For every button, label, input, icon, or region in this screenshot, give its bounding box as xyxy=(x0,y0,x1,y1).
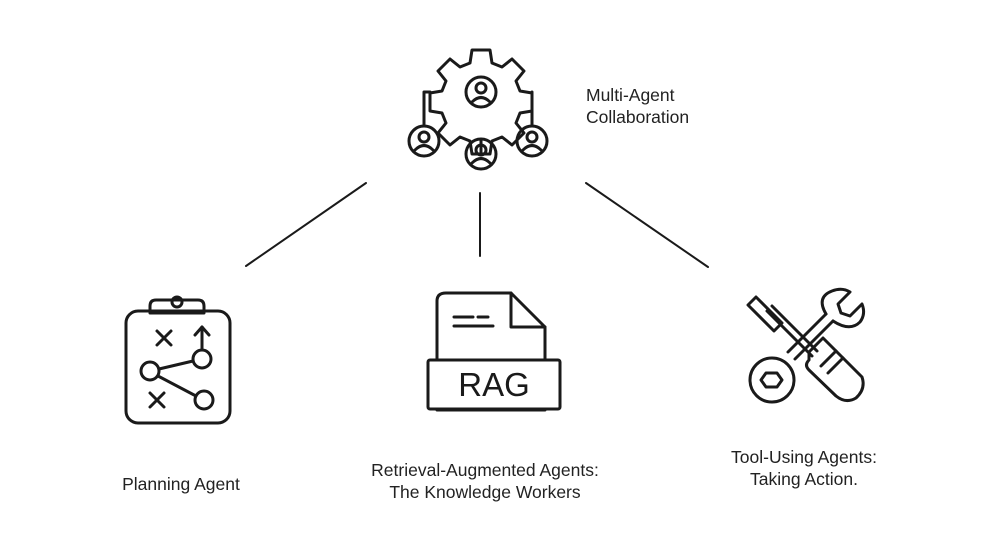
label-line: Collaboration xyxy=(586,107,690,127)
label-tool-using-agents: Tool-Using Agents: Taking Action. xyxy=(700,446,908,490)
label-line: Planning Agent xyxy=(122,474,240,494)
label-line: Tool-Using Agents: xyxy=(731,447,877,467)
rag-label: RAG xyxy=(458,366,530,403)
label-line: The Knowledge Workers xyxy=(389,482,581,502)
multi-agent-gear-icon xyxy=(407,48,549,171)
label-line: Retrieval-Augmented Agents: xyxy=(371,460,599,480)
planning-clipboard-icon xyxy=(124,295,232,425)
wrench-screwdriver-icon xyxy=(746,287,866,404)
rag-document-icon xyxy=(426,291,562,412)
label-planning-agent: Planning Agent xyxy=(100,473,262,495)
label-retrieval-augmented-agents: Retrieval-Augmented Agents: The Knowledg… xyxy=(335,459,635,503)
label-multi-agent-collaboration: Multi-Agent Collaboration xyxy=(586,84,689,128)
connector-left xyxy=(245,182,367,267)
connector-right xyxy=(585,182,709,268)
label-line: Multi-Agent xyxy=(586,85,675,105)
label-line: Taking Action. xyxy=(750,469,858,489)
